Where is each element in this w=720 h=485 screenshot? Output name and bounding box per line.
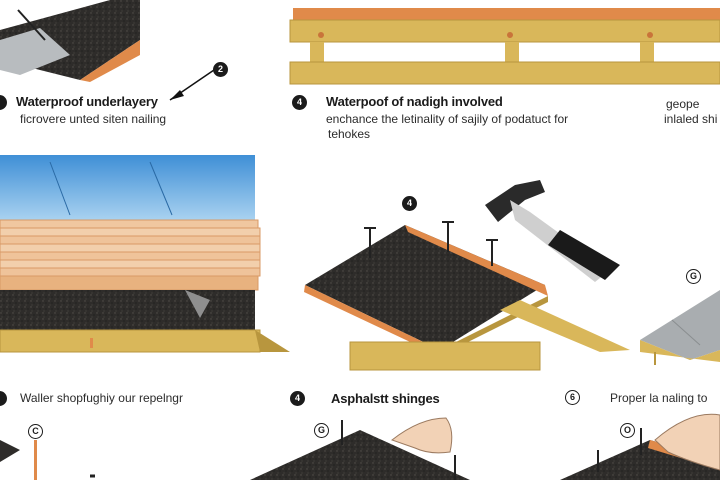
bottom-step-3-title: Proper la naling to	[610, 391, 708, 405]
bottom-right-marker: O	[620, 423, 635, 438]
step-1-desc: ficrovere unted siten nailing	[20, 112, 167, 126]
bottom-step-2-title: Asphalstt shinges	[331, 391, 440, 406]
bottom-step-2-number: 4	[290, 391, 305, 406]
bottom-step-1-bullet	[0, 391, 7, 406]
step-4a-desc-line2: tehokes	[328, 127, 371, 141]
bottom-step-3-number: 6	[565, 390, 580, 405]
step-1-bullet	[0, 95, 7, 110]
layered-underlayment-illustration	[0, 155, 290, 353]
rafter-frame-illustration	[289, 8, 720, 85]
bottom-left-board-illustration	[0, 440, 95, 480]
bottom-step-1-title: Waller shopfughiy our repelngr	[20, 391, 183, 405]
nails-marker-4: 4	[402, 196, 417, 211]
top-left-board-illustration	[0, 0, 140, 82]
right-panel-marker: G	[686, 269, 701, 284]
bottom-right-shingle-hand-illustration	[560, 413, 720, 480]
bottom-left-marker: C	[28, 424, 43, 439]
right-top-title: geope	[666, 97, 700, 111]
bottom-shingle-hand-illustration	[250, 417, 470, 480]
step-4a-number: 4	[292, 95, 307, 110]
right-top-desc: inlaled shi	[664, 112, 718, 126]
bottom-mid-marker: G	[314, 423, 329, 438]
metal-sheet-illustration	[640, 290, 720, 365]
step-4a-desc: enchance the letinality of sajily of pod…	[326, 112, 569, 126]
callout-pointer-2	[169, 69, 215, 101]
callout-marker-2: 2	[213, 62, 228, 77]
nailing-board-illustration	[304, 180, 630, 371]
step-4a-title: Waterpoof of nadigh involved	[326, 94, 503, 109]
step-1-title: Waterproof underlayery	[16, 94, 158, 109]
